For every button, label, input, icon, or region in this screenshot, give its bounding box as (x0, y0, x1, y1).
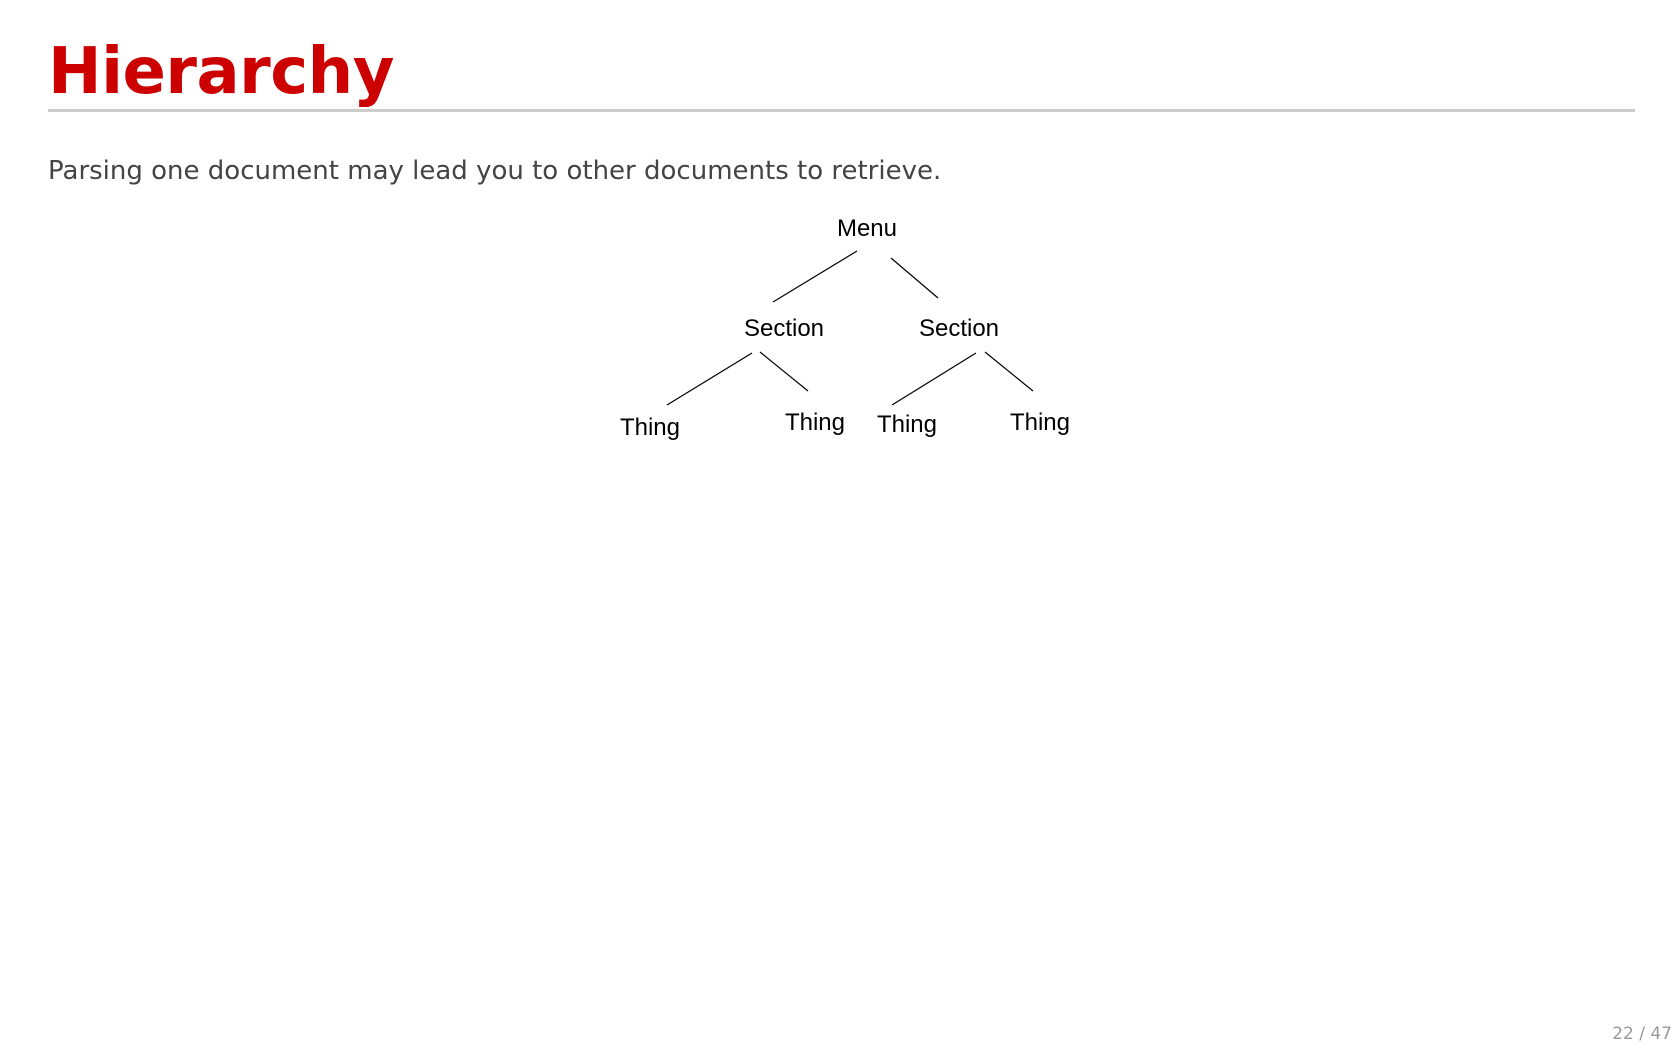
tree-node-thing-3: Thing (877, 411, 937, 438)
tree-node-thing-2: Thing (785, 409, 845, 436)
hierarchy-diagram: Menu Section Section Thing Thing Thing T… (620, 215, 1070, 441)
page-number: 22 / 47 (1612, 1024, 1672, 1044)
edge-menu-to-section-1 (772, 250, 858, 303)
edge-section-2-to-thing-3 (891, 352, 977, 406)
edge-section-1-to-thing-2 (759, 351, 809, 392)
tree-node-root: Menu (837, 215, 897, 242)
edge-section-1-to-thing-1 (666, 352, 753, 406)
tree-node-thing-4: Thing (1010, 409, 1070, 436)
edge-section-2-to-thing-4 (984, 351, 1034, 392)
slide-body-text: Parsing one document may lead you to oth… (48, 156, 942, 186)
edge-menu-to-section-2 (890, 257, 939, 299)
tree-node-section-1: Section (744, 315, 824, 342)
tree-node-section-2: Section (919, 315, 999, 342)
title-divider (48, 109, 1635, 112)
slide-title: Hierarchy (48, 35, 394, 109)
tree-node-thing-1: Thing (620, 414, 680, 441)
